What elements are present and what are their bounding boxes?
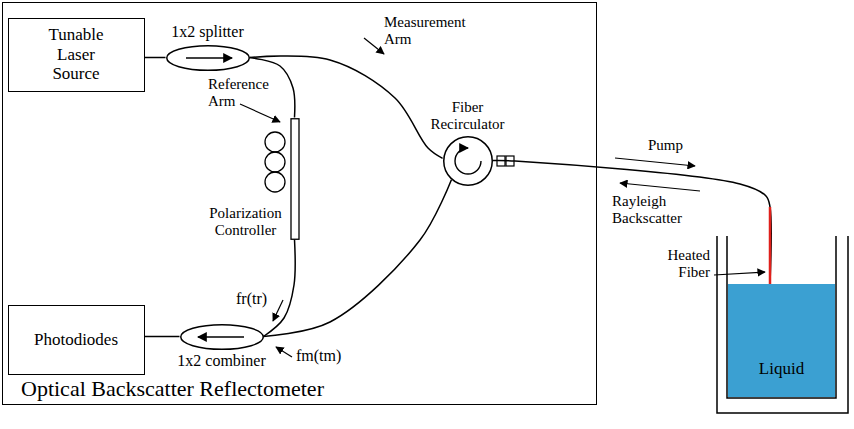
controller-body: [291, 118, 299, 239]
light-label: Rayleigh Backscatter: [612, 193, 708, 228]
optical-fiber: [145, 336, 180, 338]
light-label: Pump: [648, 137, 683, 154]
node-label: Polarization Controller: [202, 205, 290, 240]
splitter: 1x2 splitter: [166, 45, 250, 71]
fiber-loop: [265, 132, 285, 152]
node-label: 1x2 combiner: [177, 352, 265, 370]
label-holder: Measurement Arm: [384, 14, 484, 49]
liquid-bath: Liquid: [728, 284, 835, 397]
circle-outline: [443, 136, 493, 186]
label-holder: Pump: [648, 137, 683, 154]
circle-shape: [443, 136, 492, 185]
ellipse-outline: [166, 45, 250, 71]
outer-beaker: [717, 236, 848, 413]
inner-beaker: [727, 236, 836, 398]
direction-arrow: [240, 104, 280, 122]
text-holder: Optical Backscatter Reflectometer: [21, 376, 324, 401]
ellipse-shape: [180, 324, 263, 349]
node-label: Tunable Laser Source: [36, 25, 116, 84]
direction-arrow: [273, 300, 283, 321]
text-holder: 1x2 splitter: [171, 23, 243, 41]
label-holder: Rayleigh Backscatter: [612, 193, 708, 228]
arm-label: Reference Arm: [208, 76, 274, 111]
controller-outline: [200, 118, 300, 240]
splitter-direction-arrow: [186, 57, 232, 58]
combiner-direction-arrow: [198, 336, 244, 337]
node-label: Fiber Recirculator: [423, 99, 513, 134]
panel-title: Optical Backscatter Reflectometer: [21, 376, 324, 401]
optical-fiber: [493, 160, 772, 284]
ellipse-shape: [166, 45, 249, 70]
text-holder: Fiber Recirculator: [423, 99, 513, 134]
text-holder: Liquid: [728, 359, 835, 379]
optical-fiber: [264, 240, 296, 337]
label-holder: fr(tr): [236, 290, 267, 308]
fiber-loop: [265, 152, 285, 172]
circulator-symbol: [455, 148, 481, 174]
text-holder: 1x2 combiner: [177, 352, 265, 370]
signal-label: fr(tr): [236, 290, 267, 308]
text-holder: Tunable Laser Source: [36, 25, 116, 84]
arm-label: Measurement Arm: [384, 14, 484, 49]
callout-label: Heated Fiber: [636, 247, 710, 282]
combiner: 1x2 combiner: [180, 324, 264, 350]
signal-label: fm(tm): [296, 347, 341, 365]
label-holder: Reference Arm: [208, 76, 274, 111]
node-label: Liquid: [728, 359, 835, 379]
leader-arrow: [714, 272, 765, 275]
ellipse-outline: [180, 324, 264, 350]
text-holder: Photodiodes: [34, 330, 118, 350]
photodiode-box: Photodiodes: [8, 305, 145, 375]
instrument-housing: Tunable Laser Source 1x2 splitterPolariza…: [2, 2, 597, 405]
direction-arrow: [276, 347, 292, 357]
node-label: 1x2 splitter: [171, 23, 243, 41]
backscatter-arrow: [620, 183, 700, 191]
node-label: Photodiodes: [34, 330, 118, 350]
laser-box: Tunable Laser Source: [8, 18, 145, 92]
fiber-loop: [265, 172, 285, 192]
label-holder: Heated Fiber: [636, 247, 710, 282]
fiber-circulator: Fiber Recirculator: [443, 136, 493, 186]
text-holder: Polarization Controller: [202, 205, 290, 240]
optical-fiber: [145, 57, 166, 59]
heated-fiber-segment: [769, 207, 772, 284]
label-holder: fm(tm): [296, 347, 341, 365]
pump-arrow: [615, 158, 695, 166]
direction-arrow: [364, 38, 384, 54]
polarization-controller: Polarization Controller: [200, 118, 300, 240]
optical-fiber: [250, 56, 443, 158]
